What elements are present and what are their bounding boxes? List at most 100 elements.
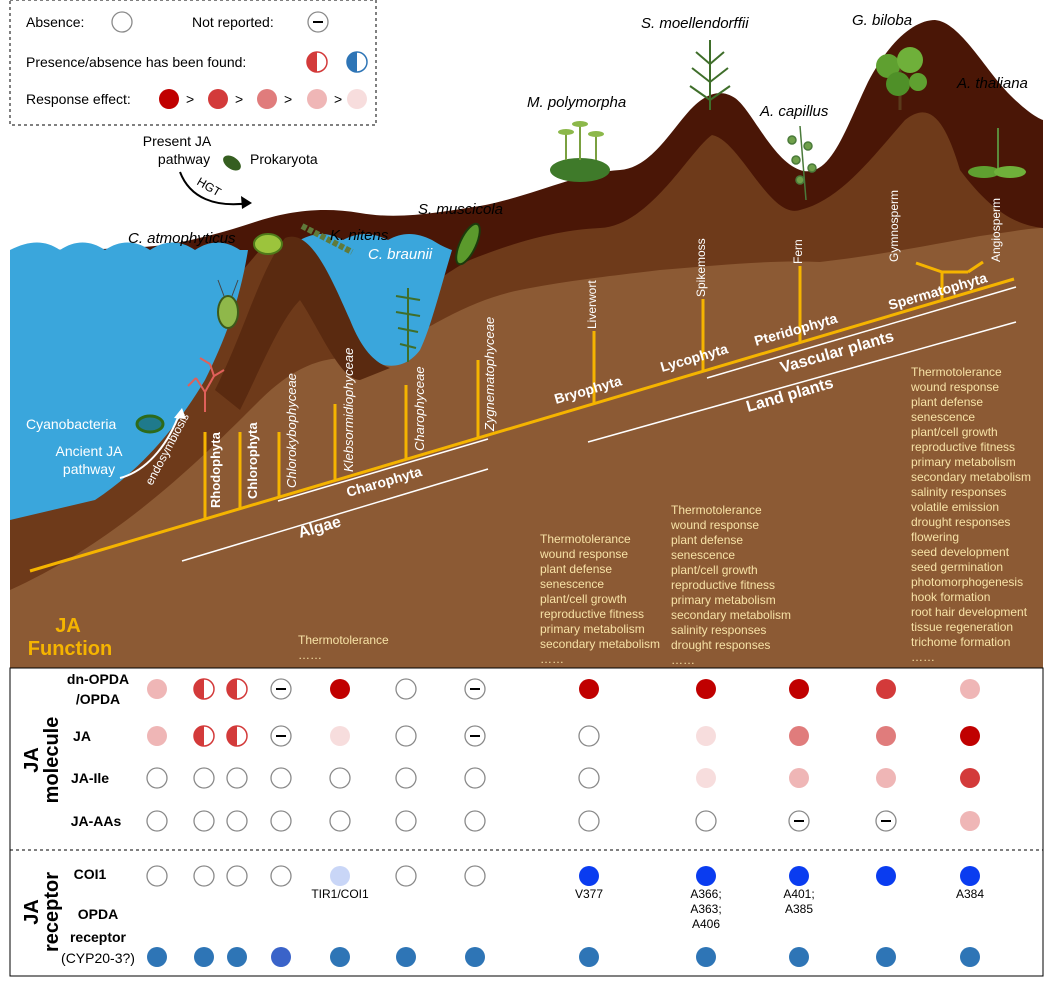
hgt-arrow — [179, 171, 251, 206]
function-item: salinity responses — [671, 623, 766, 637]
table-cell-circle — [960, 679, 980, 699]
table-cell-circle — [464, 810, 486, 832]
table-cell-circle — [696, 866, 716, 886]
clade-underlines — [181, 286, 1017, 562]
function-item: seed development — [911, 545, 1010, 559]
response-level-4-icon — [307, 89, 327, 109]
function-item: seed germination — [911, 560, 1003, 574]
endosymbiosis-arrow — [119, 411, 181, 479]
table-cell-circle — [146, 767, 168, 789]
function-item: reproductive fitness — [540, 607, 644, 621]
row-label: OPDA — [78, 906, 118, 922]
table-cell-circle — [270, 810, 292, 832]
coi1-note: V377 — [575, 887, 603, 901]
function-item: Thermotolerance — [911, 365, 1002, 379]
table-cell-circle — [147, 947, 167, 967]
flagellum — [217, 279, 225, 297]
coi1-note: TIR1/COI1 — [311, 887, 369, 901]
table-cell-circle — [789, 768, 809, 788]
plant-illustrations — [135, 40, 1026, 434]
endosymbiosis-arrowhead — [174, 408, 186, 419]
table-cell-circle — [464, 767, 486, 789]
function-item: wound response — [910, 380, 999, 394]
table-cell-circle — [395, 678, 417, 700]
function-item: plant defense — [671, 533, 743, 547]
branch-label: Gymnosperm — [887, 190, 901, 262]
legend-presence-absence-label: Presence/absence has been found: — [26, 54, 246, 70]
table-cell-circle — [696, 947, 716, 967]
table-cell-circle — [194, 947, 214, 967]
absence-circle-icon — [111, 11, 133, 33]
table-cell-circle — [226, 865, 248, 887]
table-cell-circle — [193, 725, 215, 747]
function-item: Thermotolerance — [671, 503, 762, 517]
ancient-ja-pathway-line2: pathway — [63, 461, 115, 477]
branch-label: Spikemoss — [694, 238, 708, 297]
function-item: drought responses — [911, 515, 1010, 529]
table-cell-circle — [329, 767, 351, 789]
function-item: Thermotolerance — [540, 532, 631, 546]
table-cell-circle — [696, 726, 716, 746]
table-cell-circle — [579, 866, 599, 886]
trunk — [29, 277, 1015, 573]
function-item: reproductive fitness — [911, 440, 1015, 454]
cyanobacteria-icon — [135, 414, 165, 434]
response-level-1-icon — [159, 89, 179, 109]
row-label: JA-AAs — [71, 813, 122, 829]
table-cell-circle — [330, 947, 350, 967]
function-item: senescence — [671, 548, 735, 562]
m-polymorpha-icon — [550, 121, 610, 182]
table-cell-circle — [465, 947, 485, 967]
function-item: wound response — [539, 547, 628, 561]
table-cell-circle — [464, 725, 486, 747]
ja-table: JA molecule JA receptor dn-OPDA/OPDAJAJA… — [9, 667, 1044, 977]
legend: Absence: Not reported: Presence/absence … — [9, 0, 377, 126]
species-label: M. polymorpha — [527, 94, 626, 111]
table-cell-circle — [696, 768, 716, 788]
row-labels: dn-OPDA/OPDAJAJA-IleJA-AAsCOI1OPDArecept… — [61, 671, 135, 966]
response-gt-sign: > — [284, 91, 292, 107]
function-item: photomorphogenesis — [911, 575, 1023, 589]
table-cell-circle — [696, 679, 716, 699]
table-cell-circle — [960, 726, 980, 746]
table-cell-circle — [329, 810, 351, 832]
branch-label: Klebsormidiophyceae — [341, 348, 356, 472]
hgt-arrowhead — [241, 196, 252, 209]
function-item: root hair development — [911, 605, 1028, 619]
hgt-annotation: Present JA pathway Prokaryota HGT — [143, 133, 318, 209]
function-item: secondary metabolism — [911, 470, 1031, 484]
table-cell-circle — [270, 725, 292, 747]
ja-function-title-line2: Function — [28, 638, 112, 660]
a-capillus-icon — [787, 125, 817, 201]
function-item: primary metabolism — [540, 622, 645, 636]
coi1-note: A363; — [690, 902, 721, 916]
row-label: JA — [73, 728, 91, 744]
flagellum — [231, 279, 239, 297]
table-cell-circle — [695, 810, 717, 832]
function-item: plant/cell growth — [540, 592, 627, 606]
table-cell-circle — [395, 767, 417, 789]
branch-label: Rhodophyta — [208, 431, 223, 508]
water-middle — [300, 234, 452, 366]
row-label: COI1 — [74, 866, 107, 882]
not-reported-circle-icon — [307, 11, 329, 33]
function-item: primary metabolism — [671, 593, 776, 607]
coi1-note: A406 — [692, 917, 720, 931]
underline-land — [587, 321, 1017, 443]
table-cell-circle — [875, 810, 897, 832]
ridge — [215, 236, 390, 410]
table-cell-circle — [960, 811, 980, 831]
function-item: wound response — [670, 518, 759, 532]
table-cell-circle — [147, 679, 167, 699]
table-cell-circle — [193, 865, 215, 887]
group-label-receptor-line1: JA — [21, 899, 43, 925]
table-cell-circle — [876, 768, 896, 788]
species-label: C. braunii — [368, 246, 433, 263]
table-cell-circle — [578, 810, 600, 832]
present-ja-pathway-line2: pathway — [158, 151, 210, 167]
table-cell-circle — [876, 726, 896, 746]
